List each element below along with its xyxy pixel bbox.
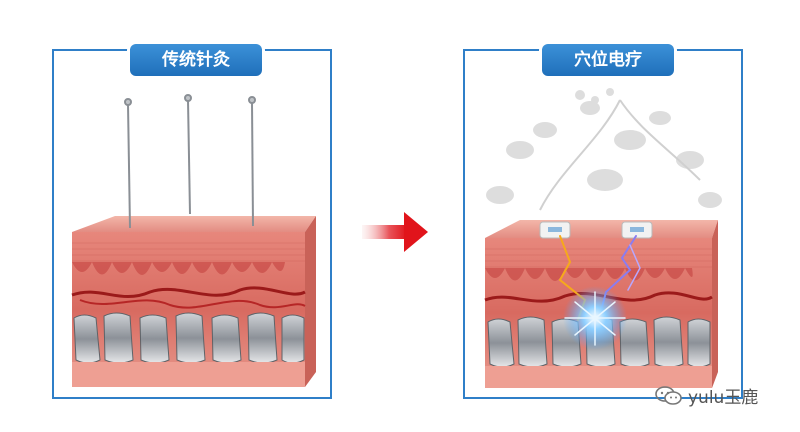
watermark-text: yulu玉鹿 <box>688 388 759 408</box>
title-badge-acupoint-electrotherapy: 穴位电疗 <box>542 44 674 76</box>
herb-background <box>486 88 722 211</box>
title-badge-traditional-acupuncture: 传统针灸 <box>130 44 262 76</box>
electrode-pads <box>539 221 653 239</box>
electric-current-icon <box>558 235 641 350</box>
transition-arrow-icon <box>362 212 428 252</box>
skin-block-right <box>484 220 718 388</box>
skin-block-left <box>71 216 316 387</box>
acupuncture-needles <box>124 94 256 229</box>
watermark: yulu玉鹿 <box>654 383 758 408</box>
wechat-icon <box>655 385 682 405</box>
